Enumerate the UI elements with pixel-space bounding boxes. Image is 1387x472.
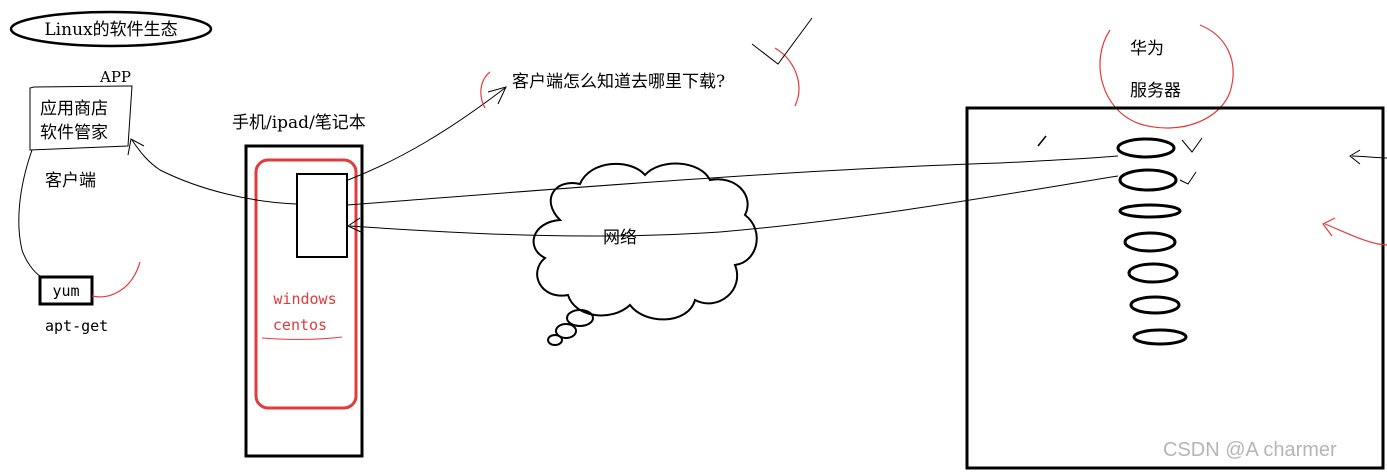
device-label: 手机/ipad/笔记本: [232, 113, 366, 133]
os-line1: windows: [273, 290, 336, 308]
cloud-bubble-1: [566, 309, 594, 327]
store-line2: 软件管家: [40, 123, 108, 143]
os-line2: centos: [273, 316, 327, 334]
check-mark-disk-1: [1181, 137, 1203, 153]
server-disk-5: [1127, 262, 1179, 284]
client-label: 客户端: [45, 171, 96, 191]
os-red-box: [254, 158, 358, 410]
server-line2: 服务器: [1130, 81, 1181, 101]
check-mark-top: [751, 17, 813, 65]
arrow-right-red: [1322, 217, 1387, 246]
arrowhead-store: [127, 138, 145, 156]
client-boundary-curve: [18, 149, 41, 277]
arrowhead-question: [487, 86, 507, 105]
server-disk-6: [1129, 295, 1181, 315]
os-underline: [261, 336, 343, 340]
server-disk-2: [1118, 168, 1178, 192]
yum-red-mark: [91, 261, 141, 298]
arrow-device-to-question: [347, 87, 506, 181]
title-text: Linux的软件生态: [44, 20, 177, 40]
apt-get-text: apt-get: [45, 317, 108, 335]
check-mark-disk-2: [1179, 171, 1197, 185]
yum-box: [38, 275, 94, 306]
yum-text: yum: [52, 282, 79, 300]
screen-box: [296, 173, 348, 258]
watermark: CSDN @A charmer: [1163, 439, 1337, 461]
server-disk-7: [1132, 328, 1188, 346]
cloud-bubble-2: [555, 323, 577, 339]
arrow-right-top: [1349, 149, 1387, 165]
response-line: [349, 175, 1119, 237]
server-box: [965, 106, 1385, 470]
server-line1: 华为: [1130, 39, 1164, 59]
app-label: APP: [99, 68, 131, 86]
server-disk-4: [1123, 231, 1177, 253]
server-disk-3: [1118, 203, 1182, 219]
pen-mark: [1037, 135, 1047, 147]
network-text: 网络: [603, 228, 637, 248]
response-arrowhead: [346, 217, 362, 233]
request-line: [346, 155, 1119, 206]
cloud-bubble-3: [547, 334, 563, 346]
question-text: 客户端怎么知道去哪里下载?: [512, 72, 725, 92]
device-outline: [244, 144, 364, 458]
title-ellipse: [9, 10, 213, 48]
app-store-outline: [29, 85, 133, 151]
server-disk-1: [1116, 137, 1176, 159]
store-line1: 应用商店: [40, 99, 108, 119]
server-red-circle: [1099, 24, 1234, 129]
arrow-device-to-store: [131, 139, 297, 205]
question-red-bracket: [480, 47, 800, 109]
network-cloud: [532, 162, 758, 321]
